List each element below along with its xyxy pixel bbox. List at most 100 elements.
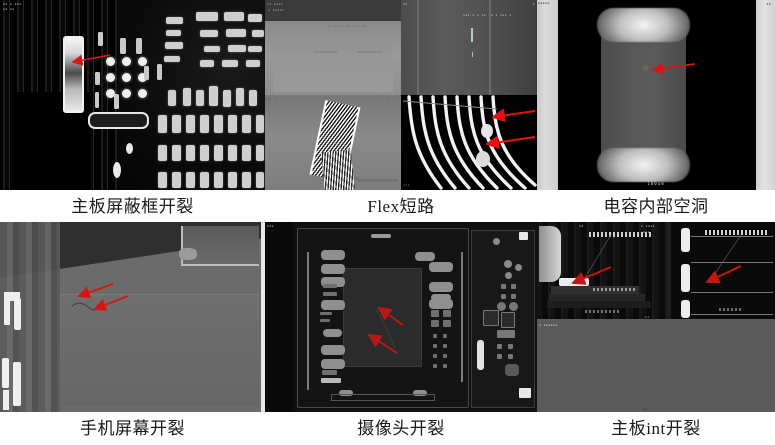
solder-pad	[321, 359, 345, 369]
xray-quadrant-top-right	[667, 222, 775, 319]
ct-image-capacitor-void[interactable]: ▪▪▪▪▪ ▪▪ 100um	[537, 0, 775, 190]
camera-die	[343, 268, 422, 367]
xray-left-dark-edge	[265, 222, 293, 412]
xray-quadrant-top-left: ▪▪ ▪▪▪▪ ▪ ▪▪▪▪▪ ▪▪ ▪▪ ▪ ▪▪ ▪▪▪ ▪▪	[265, 0, 401, 95]
solder-pad	[321, 277, 345, 287]
panel-caption: Flex短路	[367, 197, 435, 216]
xray-ui-label: ▪▪ ▪▪ ▪ ▪▪ ▪▪▪ ▪▪	[327, 24, 367, 28]
frame-edge-line	[461, 252, 463, 382]
bga-ball	[138, 57, 147, 66]
small-pad	[431, 310, 439, 317]
ct-ui-label: ▪▪	[766, 2, 771, 6]
xray-ui-label: ▪	[386, 97, 389, 101]
bright-component	[477, 340, 484, 370]
panel-caption: 摄像头开裂	[357, 419, 445, 438]
board-trace	[691, 292, 773, 293]
xray-trace	[313, 51, 337, 53]
chip-component	[256, 172, 264, 188]
xray-dim-region	[273, 42, 393, 92]
chip-component	[158, 172, 167, 188]
module-part	[504, 260, 512, 268]
chip-component	[158, 145, 167, 161]
chip-component	[186, 172, 195, 188]
bracket-part	[3, 390, 9, 410]
module-part	[497, 330, 515, 338]
chip-component	[223, 90, 231, 107]
xray-bright-feature	[471, 28, 473, 42]
component-pad	[95, 72, 100, 85]
xray-image-phone-screen-crack[interactable]	[0, 222, 265, 412]
internal-void-defect	[644, 66, 648, 70]
component-blob	[179, 248, 197, 260]
small-pad	[323, 292, 337, 296]
xray-edge-line	[417, 0, 419, 95]
chip-component	[242, 172, 251, 188]
solder-joint	[559, 278, 589, 286]
scale-bar-label: 100um	[647, 181, 665, 186]
solder-pad	[429, 282, 453, 292]
module-part	[509, 302, 518, 311]
xray-quadrant-bottom-left: ▪▪ ▪ ▪	[265, 95, 401, 190]
module-part	[501, 284, 506, 289]
xray-image-flex-short[interactable]: ▪▪ ▪▪▪▪ ▪ ▪▪▪▪▪ ▪▪ ▪▪ ▪ ▪▪ ▪▪▪ ▪▪ ▪▪ ▪ ▪…	[265, 0, 537, 190]
xray-ui-label: ▪▪ ▪▪	[3, 7, 15, 11]
chip-component	[196, 90, 204, 106]
component-pad	[98, 32, 103, 46]
chip-component	[196, 12, 218, 21]
panel-caption: 电容内部空洞	[603, 197, 709, 216]
module-part	[505, 364, 519, 376]
small-pad	[443, 310, 451, 317]
xray-image-camera-crack[interactable]: ▪▪▪	[265, 222, 537, 412]
module-part	[501, 294, 506, 299]
chip-component	[172, 145, 181, 161]
connector-pin	[681, 264, 690, 292]
ct-side-bar-right	[756, 0, 775, 190]
bracket-part	[14, 298, 21, 330]
chip-component	[226, 29, 246, 37]
small-pad	[433, 364, 437, 368]
solder-pad	[415, 252, 435, 261]
board-edge	[539, 226, 561, 282]
xray-image-motherboard-shield[interactable]: ▪▪ ▪ ▪▪▪ ▪▪ ▪▪	[0, 0, 265, 190]
chip-component	[200, 172, 209, 188]
small-pad	[322, 370, 337, 375]
chip-component	[186, 115, 195, 133]
xray-ui-label: ▪▪▪	[267, 224, 274, 228]
figure-cell-4: 手机屏幕开裂	[0, 222, 265, 445]
chip-component	[209, 86, 218, 106]
chip-component	[204, 46, 220, 52]
via-marker	[126, 143, 133, 154]
chip-component	[222, 60, 238, 67]
module-part	[519, 232, 528, 240]
connector-pin	[681, 228, 690, 252]
frame-edge-line	[307, 252, 309, 390]
bracket-part	[2, 358, 9, 388]
chip-component	[249, 90, 257, 106]
figure-cell-1: ▪▪ ▪ ▪▪▪ ▪▪ ▪▪	[0, 0, 265, 222]
bga-ball	[106, 57, 115, 66]
capacitor-terminal-bottom	[597, 148, 690, 182]
component-pad	[144, 66, 149, 80]
xray-ui-label: ▪▪ ▪ ▪▪▪	[3, 2, 22, 6]
component-row	[719, 308, 741, 311]
chip-component	[172, 115, 181, 133]
module-part	[508, 344, 513, 349]
solder-pad	[429, 262, 453, 272]
component-pad	[157, 64, 162, 80]
small-pad	[321, 378, 341, 383]
small-pad	[323, 284, 337, 288]
xray-ui-label: ▪▪▪	[643, 230, 650, 234]
xray-image-mainboard-int-crack[interactable]: ▪▪ ▪ ▪▪▪▪▪▪ ▪	[537, 222, 775, 412]
chip-component	[246, 60, 260, 67]
xray-ui-label: ▪ ▪▪▪▪▪▪	[539, 323, 558, 327]
chip-component	[242, 145, 251, 161]
chip-component	[183, 88, 191, 106]
xray-ui-label: ▪▪	[579, 224, 584, 228]
xray-ui-label: ▪▪▪ ▪ ▪ ▪▪ ▪▪ ▪ ▪▪▪ ▪	[463, 13, 512, 17]
solder-pad	[323, 329, 342, 337]
chip-component	[214, 172, 223, 188]
ct-side-bar-left	[537, 0, 558, 190]
module-part	[493, 238, 500, 245]
small-pad	[443, 354, 447, 358]
module-part	[519, 388, 531, 398]
